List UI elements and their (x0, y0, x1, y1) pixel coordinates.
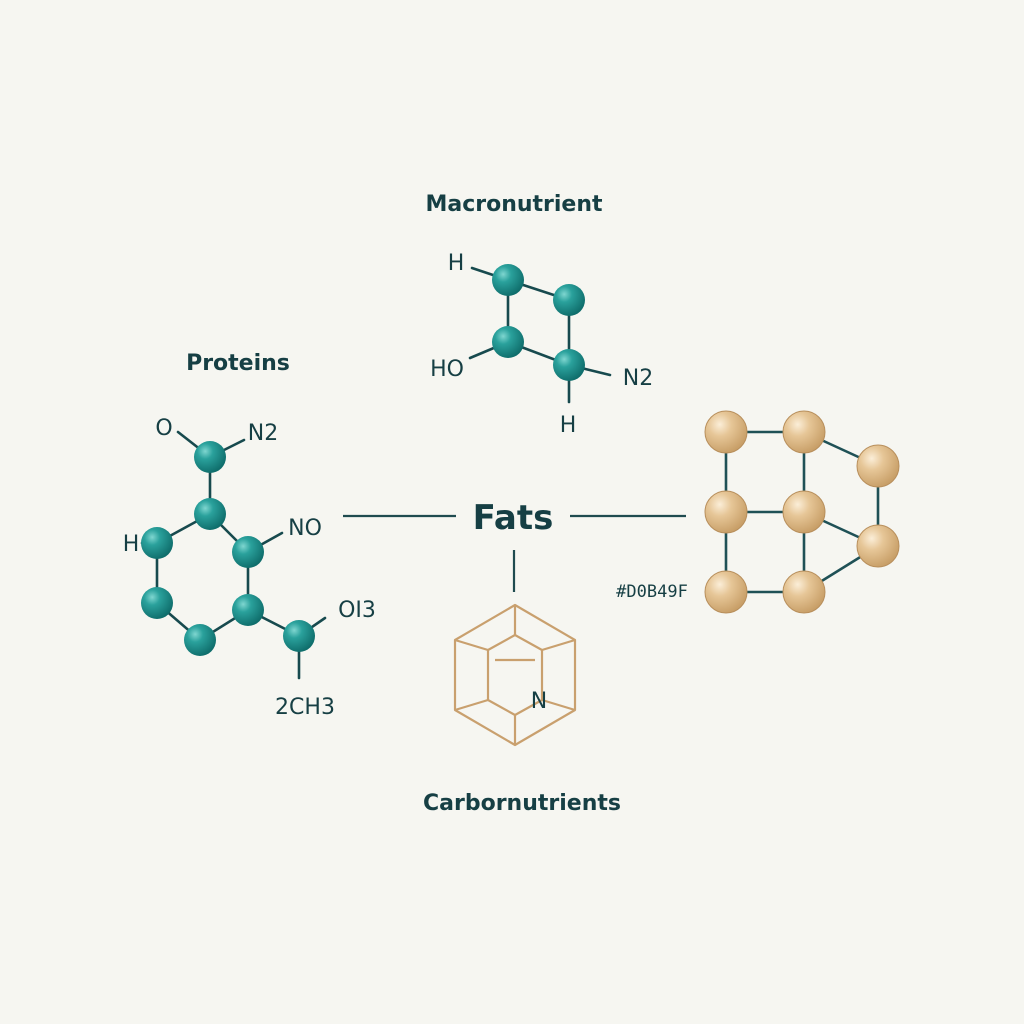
gold-atom (704, 410, 748, 454)
left-molecule: O N2 NO H OI3 2CH3 (123, 416, 376, 720)
bottom-n-label: N (531, 689, 547, 714)
gold-atom (704, 490, 748, 534)
macronutrient-heading: Macronutrient (425, 192, 603, 217)
fats-label: Fats (473, 498, 554, 538)
teal-atom (553, 349, 585, 381)
left-oi3-label: OI3 (338, 598, 376, 623)
top-h-bottom-label: H (560, 413, 577, 438)
teal-atom (492, 264, 524, 296)
teal-atom (283, 620, 315, 652)
left-o-label: O (155, 416, 172, 441)
top-molecule: H HO N2 H (430, 251, 653, 438)
left-h-label: H (123, 532, 140, 557)
teal-atom (141, 527, 173, 559)
left-n2-label: N2 (248, 421, 278, 446)
right-molecule: #D0B49F (616, 410, 900, 614)
proteins-heading: Proteins (186, 351, 290, 376)
teal-atom (492, 326, 524, 358)
teal-atom (553, 284, 585, 316)
gold-atom (856, 444, 900, 488)
teal-atom (184, 624, 216, 656)
gold-atom (782, 410, 826, 454)
teal-atom (141, 587, 173, 619)
teal-atom (194, 498, 226, 530)
gold-atom (704, 570, 748, 614)
gold-atom (856, 524, 900, 568)
top-ho-label: HO (430, 357, 464, 382)
hex-code-label: #D0B49F (616, 582, 688, 602)
left-no-label: NO (288, 516, 322, 541)
gold-atom (782, 490, 826, 534)
left-ch3-label: 2CH3 (275, 695, 335, 720)
teal-atom (232, 594, 264, 626)
carbornutrients-heading: Carbornutrients (423, 791, 621, 816)
teal-atom (194, 441, 226, 473)
gold-atom (782, 570, 826, 614)
teal-atom (232, 536, 264, 568)
top-n2-label: N2 (623, 366, 653, 391)
top-h-label: H (448, 251, 465, 276)
bottom-molecule: N (453, 603, 577, 747)
